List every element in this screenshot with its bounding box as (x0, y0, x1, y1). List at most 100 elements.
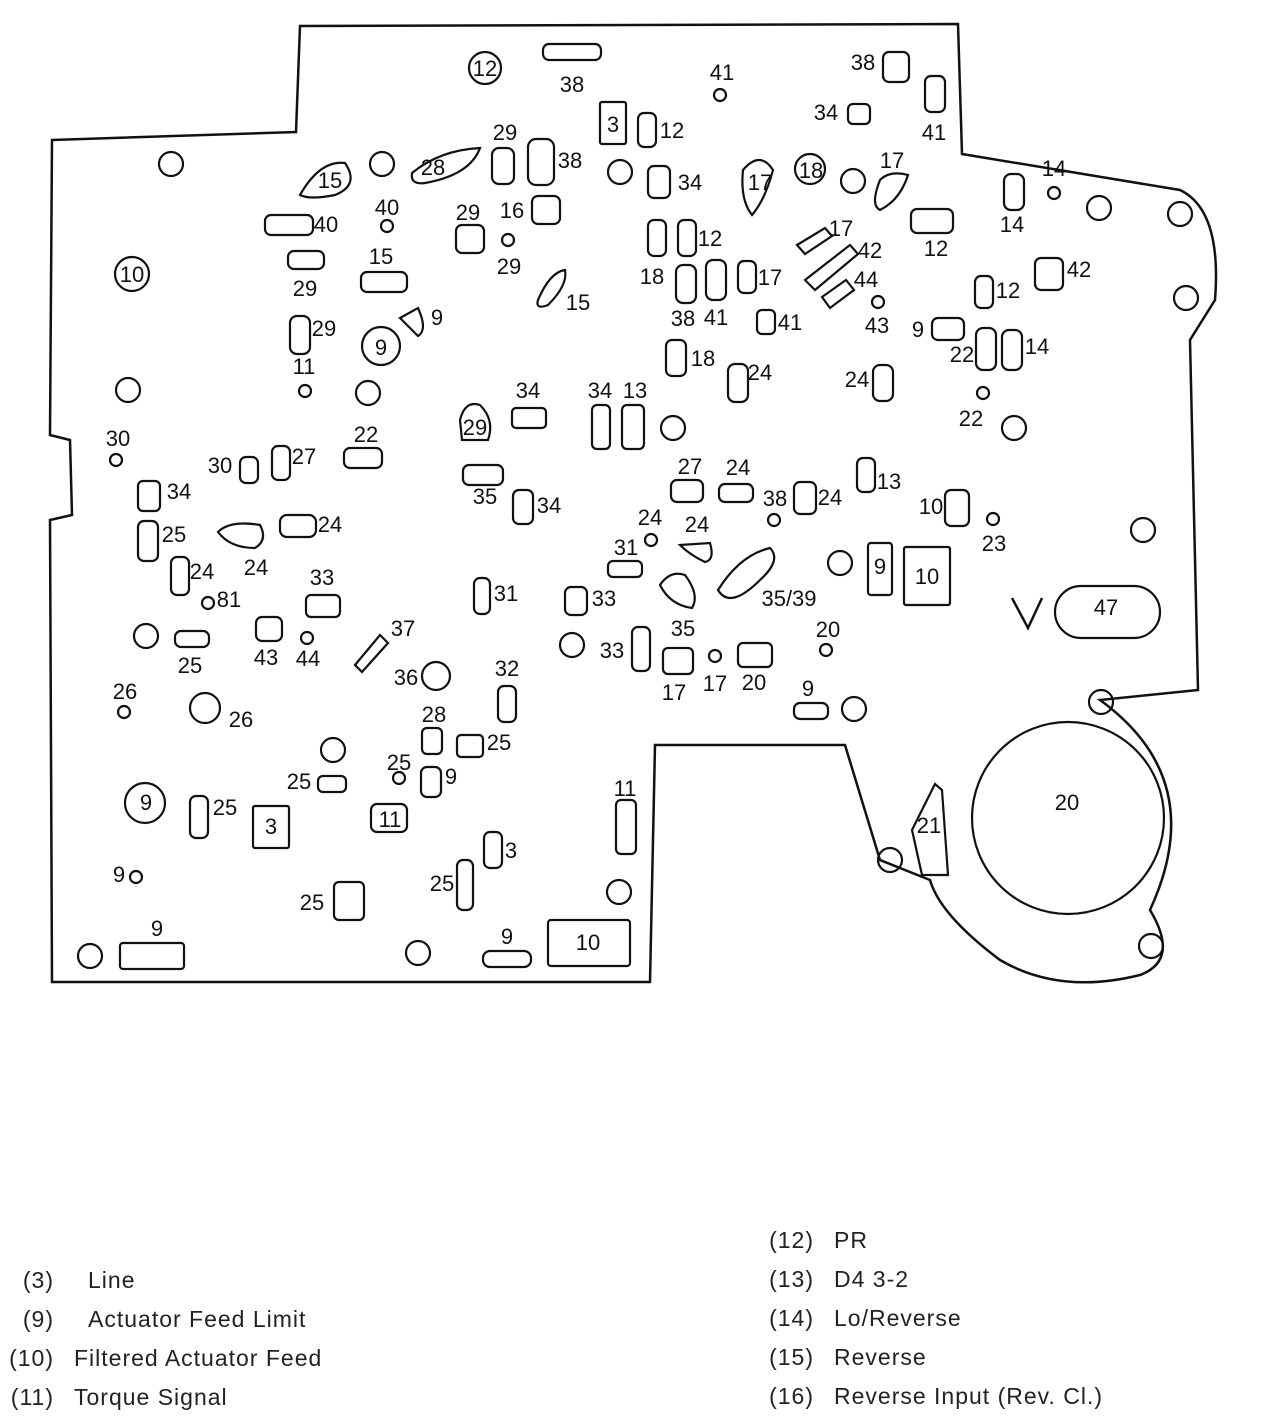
bolt-hole (114, 376, 142, 404)
passage (263, 213, 315, 237)
passage (658, 572, 696, 610)
port-number-label: 17 (880, 148, 904, 173)
port-number-label: 34 (516, 378, 540, 403)
passage (646, 164, 672, 200)
passage (530, 194, 562, 226)
small-port (643, 532, 659, 548)
passage (755, 308, 777, 336)
passage (454, 223, 486, 255)
passage (490, 146, 516, 186)
port-number-label: 23 (982, 531, 1006, 556)
port-number-label: 9 (113, 862, 125, 887)
port-number-label: 15 (369, 244, 393, 269)
bolt-hole (1172, 284, 1200, 312)
passage (792, 480, 818, 516)
port-number-label: 44 (296, 646, 320, 671)
passage (419, 765, 443, 799)
passage (677, 541, 713, 564)
small-port (116, 704, 132, 720)
passage (526, 137, 556, 187)
port-number-label: 41 (922, 120, 946, 145)
port-number-label: 20 (742, 670, 766, 695)
port-number-label: 16 (500, 198, 524, 223)
port-number-label: 21 (917, 813, 941, 838)
passage (420, 726, 444, 756)
passage (136, 519, 160, 563)
passage (614, 798, 638, 856)
passage (923, 74, 947, 114)
passage (646, 218, 668, 258)
passage (173, 629, 211, 649)
port-number-label: 25 (178, 653, 202, 678)
port-number-label: 30 (106, 426, 130, 451)
bolt-hole (839, 167, 867, 195)
passage (590, 403, 612, 451)
port-number-label: 25 (300, 890, 324, 915)
port-number-label: 41 (710, 60, 734, 85)
passage (973, 274, 995, 310)
port-number-label: 18 (640, 264, 664, 289)
bolt-hole (1085, 194, 1113, 222)
passage (881, 50, 911, 84)
passage (458, 402, 492, 442)
passage (541, 42, 603, 62)
port-number-label: 9 (431, 305, 443, 330)
passage (909, 207, 955, 235)
passage (664, 338, 688, 378)
small-port (200, 595, 216, 611)
passage (736, 641, 774, 669)
passage (216, 522, 265, 550)
port-number-label: 10 (120, 262, 144, 287)
port-number-label: 35 (473, 484, 497, 509)
passage (353, 633, 390, 674)
port-number-label: 27 (292, 444, 316, 469)
port-number-label: 25 (430, 871, 454, 896)
port-number-label: 14 (1000, 212, 1024, 237)
port-number-label: 28 (422, 702, 446, 727)
bolt-hole (1129, 516, 1157, 544)
port-number-label: 3 (607, 112, 619, 137)
passage (716, 546, 776, 600)
port-number-label: 36 (394, 665, 418, 690)
callout-circle (113, 255, 151, 293)
port-number-label: 11 (379, 807, 402, 832)
port-number-label: 9 (375, 335, 387, 360)
port-number-label: 18 (799, 158, 823, 183)
port-number-label: 15 (566, 290, 590, 315)
port-number-label: 38 (671, 306, 695, 331)
passage (496, 684, 518, 724)
passage (270, 444, 292, 482)
port-number-label: 24 (244, 555, 268, 580)
passage (410, 146, 482, 185)
port-number-label: 34 (537, 493, 561, 518)
passage (1033, 256, 1065, 292)
port-number-label: 9 (151, 916, 163, 941)
bolt-hole (1166, 200, 1194, 228)
small-port (379, 218, 395, 234)
valve-body-diagram: 3812413834413122938281534171817141440402… (48, 22, 1218, 984)
legend-item: (9) Actuator Feed Limit (22, 1306, 307, 1332)
passage (669, 478, 705, 504)
passage (620, 403, 646, 451)
small-port (1046, 185, 1062, 201)
passage (461, 463, 505, 487)
small-port (391, 770, 407, 786)
port-number-label: 9 (874, 554, 886, 579)
port-number-label: 12 (660, 118, 684, 143)
passage (455, 733, 485, 759)
bolt-hole (354, 379, 382, 407)
small-port (818, 642, 834, 658)
port-number-label: 33 (310, 565, 334, 590)
bolt-hole (606, 158, 634, 186)
port-number-label: 34 (588, 378, 612, 403)
bolt-hole (157, 150, 185, 178)
port-number-label: 29 (497, 254, 521, 279)
port-number-label: 41 (704, 305, 728, 330)
port-number-label: 37 (391, 616, 415, 641)
port-number-label: 22 (354, 422, 378, 447)
passage (717, 482, 755, 504)
passage (910, 782, 950, 877)
port-number-label: 3 (505, 838, 517, 863)
port-number-label: 38 (560, 72, 584, 97)
port-number-label: 17 (662, 680, 686, 705)
